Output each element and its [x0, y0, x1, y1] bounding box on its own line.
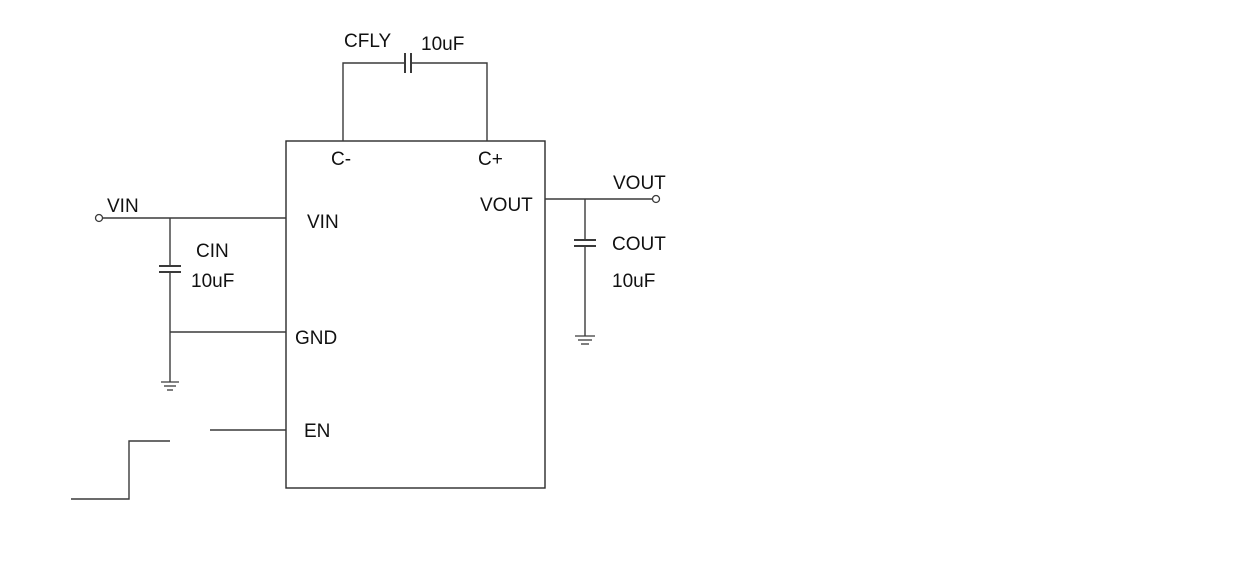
vin-terminal — [94, 213, 104, 223]
cin-name-label: CIN — [196, 241, 229, 262]
pin-gnd-label: GND — [295, 328, 337, 349]
vin-terminal-label: VIN — [107, 196, 139, 217]
cfly-wire-right — [411, 62, 488, 141]
pin-vout-label: VOUT — [480, 195, 533, 216]
cfly-value-label: 10uF — [421, 34, 464, 55]
cin-value-label: 10uF — [191, 271, 234, 292]
pin-en-label: EN — [304, 421, 330, 442]
pin-c-plus-label: C+ — [478, 149, 503, 170]
cfly-wire-left — [342, 62, 405, 141]
en-step-signal-icon — [71, 440, 170, 500]
cfly-name-label: CFLY — [344, 31, 391, 52]
ic-body — [285, 140, 546, 489]
cin-capacitor — [159, 218, 181, 382]
vout-terminal-label: VOUT — [613, 173, 666, 194]
cout-name-label: COUT — [612, 234, 666, 255]
pin-vin-label: VIN — [307, 212, 339, 233]
ground-icon — [161, 381, 179, 391]
ground-icon — [575, 335, 595, 345]
cout-capacitor — [574, 199, 596, 336]
cfly-capacitor — [342, 53, 488, 141]
pin-c-minus-label: C- — [331, 149, 351, 170]
vout-terminal — [651, 194, 661, 204]
cout-value-label: 10uF — [612, 271, 655, 292]
